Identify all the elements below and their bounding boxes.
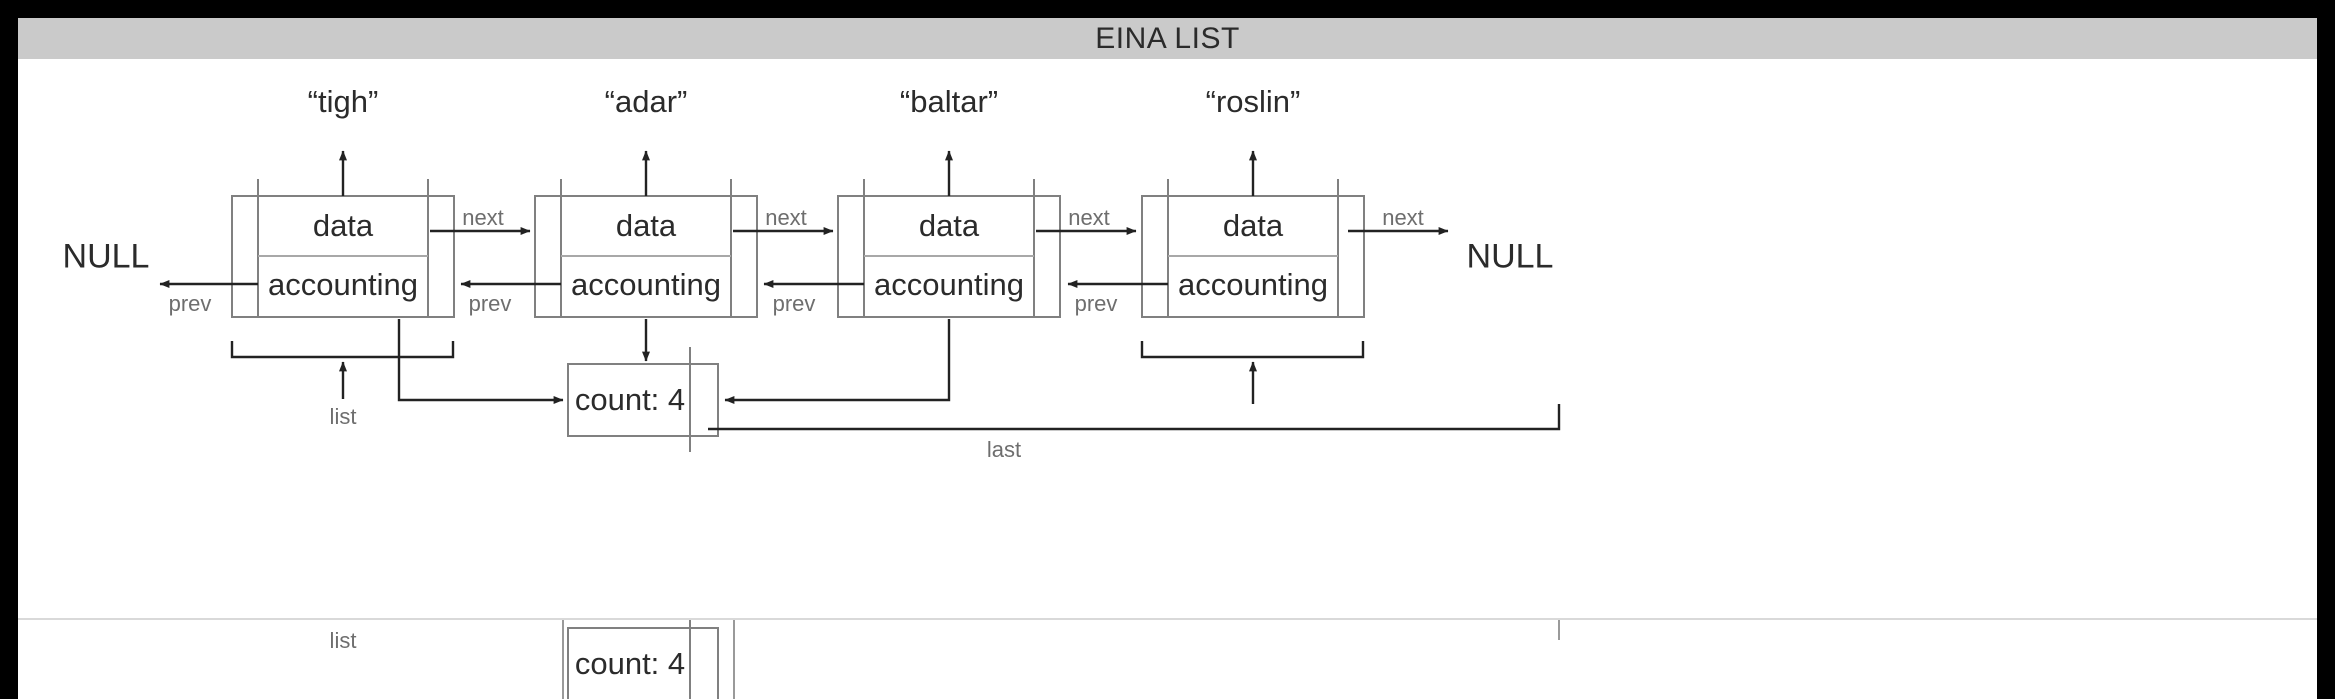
node-accounting-1: accounting [268, 267, 418, 302]
next-label-3: next [1068, 205, 1110, 230]
node-accounting-4: accounting [1178, 267, 1328, 302]
accounting-arrow-node3 [724, 319, 951, 404]
node-string-4: “roslin” [1205, 84, 1301, 119]
next-label-2: next [765, 205, 807, 230]
diagram-clip: “tigh” “adar” “baltar” “roslin” NULL NUL… [18, 59, 2317, 679]
window-titlebar: EINA LIST [18, 18, 2317, 59]
count-label-partial: count: 4 [574, 646, 686, 681]
diagram-canvas: “tigh” “adar” “baltar” “roslin” NULL NUL… [18, 59, 2317, 679]
node-string-2: “adar” [604, 84, 688, 119]
node-string-3: “baltar” [899, 84, 999, 119]
node-box-2 [534, 179, 758, 318]
next-label-1: next [462, 205, 504, 230]
list-bracket-node1 [230, 341, 455, 399]
diagram-partial-clip: list count: 4 [18, 620, 2317, 699]
node-string-1: “tigh” [307, 84, 379, 119]
null-left: NULL [62, 237, 150, 276]
list-pointer-path [397, 319, 564, 404]
accounting-struct-box [567, 347, 719, 452]
diagram-partial-vector-layer [562, 620, 1560, 699]
prev-label-4: prev [1074, 291, 1118, 316]
prev-label-2: prev [468, 291, 512, 316]
node-data-3: data [918, 208, 980, 243]
diagram-canvas-partial: list count: 4 [18, 618, 2317, 699]
node-data-2: data [615, 208, 677, 243]
list-label: list [329, 404, 357, 429]
screenshot-root: EINA LIST [18, 18, 2317, 699]
list-label-partial: list [329, 628, 357, 653]
null-right: NULL [1466, 237, 1554, 276]
node-data-1: data [312, 208, 374, 243]
window-title: EINA LIST [1095, 21, 1240, 55]
last-label: last [986, 437, 1022, 462]
last-pointer-path [708, 404, 1561, 431]
eina-list-window: EINA LIST [18, 18, 2317, 699]
prev-label-1: prev [168, 291, 212, 316]
next-label-4: next [1382, 205, 1424, 230]
last-bracket-node4 [1140, 341, 1365, 404]
diagram-vector-layer [159, 150, 1561, 452]
node-data-4: data [1222, 208, 1284, 243]
prev-label-3: prev [772, 291, 816, 316]
node-accounting-2: accounting [571, 267, 721, 302]
node-accounting-3: accounting [874, 267, 1024, 302]
count-label: count: 4 [574, 382, 686, 417]
